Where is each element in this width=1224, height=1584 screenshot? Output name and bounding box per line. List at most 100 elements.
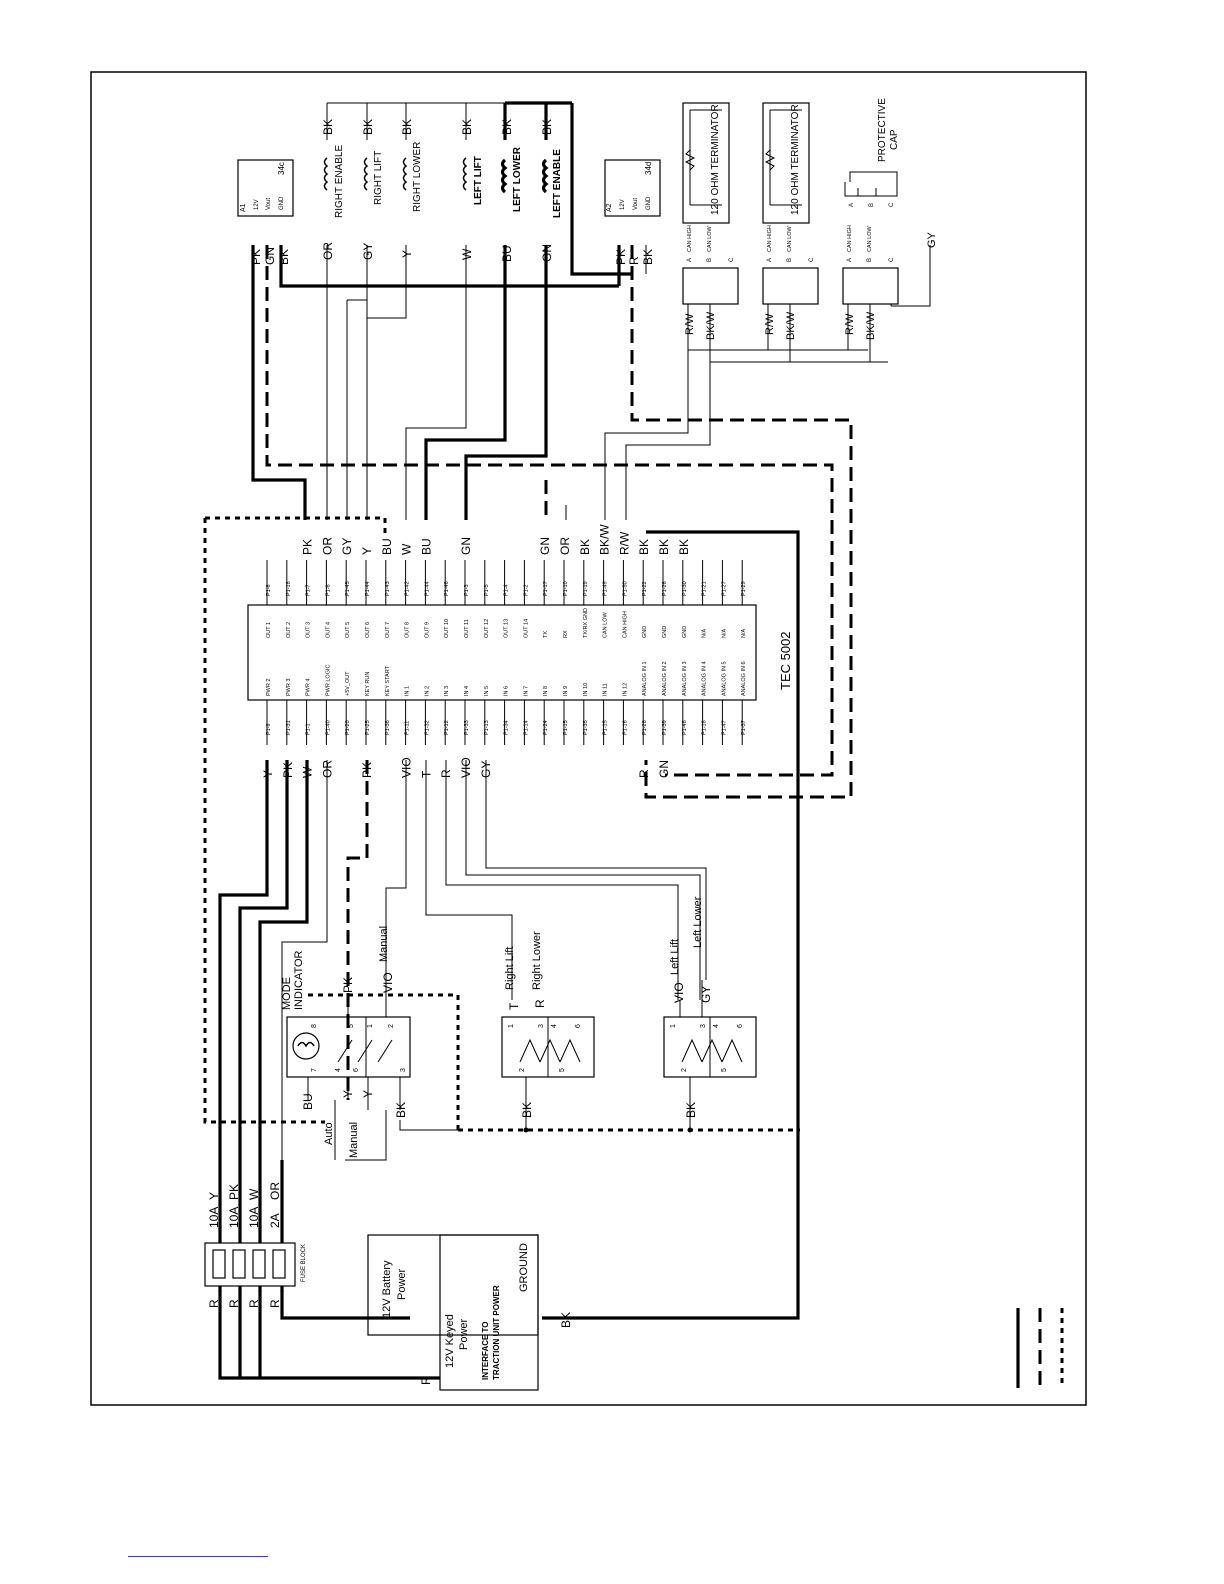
solenoid-right-lower-ground: BK [400,119,414,135]
can-terminator-2-pin-c: C [809,257,815,262]
protective-cap-wire-bkw: BK/W [865,311,877,340]
controller-left-func-13: IN 7 [523,686,529,696]
keyed-line-2: Power [458,1318,470,1350]
wire-layer [203,101,1064,1388]
fuse-1-rating: 10A [207,1207,221,1228]
controller-right-pin-2: P1-7 [306,584,312,596]
sensor-a2-wire-bk: BK [641,249,655,265]
controller-right-func-17: CAN LOW [603,612,609,638]
mode-manual-label: Manual [378,926,390,962]
protective-cap-conn-b: B [867,258,873,262]
controller-left-pin-8: P1-32 [424,720,430,735]
fuse-block-label: FUSE BLOCK [301,1244,307,1282]
controller-left-wire-10: VIO [459,757,473,778]
controller-right-pin-10: P1-3 [464,584,470,596]
controller-right-func-6: OUT 7 [385,622,391,638]
left-switch-pin-2: 2 [681,1068,688,1072]
controller-right-pin-6: P1-43 [385,581,391,596]
solenoid-right-lift-label: RIGHT LIFT [373,151,384,205]
interface-wire-r: R [419,1376,433,1385]
controller-right-func-9: OUT 10 [444,619,450,638]
interface-title-2: TRACTION UNIT POWER [492,1285,501,1380]
right-switch-pin-4: 4 [551,1024,558,1028]
controller-right-func-7: OUT 8 [405,622,411,638]
controller-right-wire-2: PK [301,539,315,555]
controller-right-func-21: GND [682,626,688,638]
controller-left-wire-5: PK [360,762,374,778]
controller-right-func-20: GND [662,626,668,638]
controller-right-func-12: OUT 13 [504,619,510,638]
sensor-a1-wire-pk: PK [249,249,263,265]
can-terminator-1-pin-c: C [729,257,735,262]
controller-left-pin-13: P1-14 [523,720,529,735]
mode-switch: MODE INDICATOR Manual PK VIO BU Y Y BK A… [281,926,411,1158]
interface-title-1: INTERFACE TO [481,1321,490,1380]
controller-right-wire-14: GN [538,537,552,555]
controller-right-pin-21: P1-30 [682,581,688,596]
left-switch-pin-4: 4 [713,1024,720,1028]
mode-pin-1: 1 [367,1024,374,1028]
controller-right-func-4: OUT 5 [345,622,351,638]
controller-left-pin-21: P1-48 [682,720,688,735]
mode-wire-vio: VIO [381,972,395,993]
controller-right-wire-8: BU [419,538,433,555]
solenoid-left-enable-label: LEFT ENABLE [552,149,563,218]
footer-rule [128,1556,268,1557]
sensor-a1-pin-12v: 12V [254,199,260,210]
controller-right-pin-4: P1-45 [345,581,351,596]
mode-pin-3: 3 [400,1068,407,1072]
controller-left-func-19: ANALOG IN 1 [642,661,648,696]
controller-left-pin-24: P1-37 [741,720,747,735]
can-terminator-2-can-high: CAN HIGH [767,225,773,252]
controller-left-pin-2: P1-1 [306,723,312,735]
sensor-a2-wire-r: R [627,256,641,265]
sensor-a1-wire-gn: GN [263,247,277,265]
interface-ground-label: GROUND [518,1243,530,1292]
controller-left-wire-19: R [637,769,651,778]
solenoid-right-lift-ground: BK [361,119,375,135]
right-lift-lower-switch: Right Lift Right Lower T R BK 1 3 4 6 2 … [501,931,595,1130]
solenoid-left-lift: BK LEFT LIFT W [460,103,484,260]
controller-right-pin-20: P1-26 [662,581,668,596]
controller-right-func-15: RX [563,630,569,638]
solenoid-right-enable-ground: BK [321,119,335,135]
solenoid-right-enable: BK RIGHT ENABLE OR [321,103,345,260]
fuse-block: FUSE BLOCK 10A 10A 10A 2A Y PK W OR R R … [204,1160,307,1308]
protective-cap-line1: PROTECTIVE [877,98,888,162]
controller-left-pin-6: P1-36 [385,720,391,735]
can-terminator-1-can-high: CAN HIGH [687,225,693,252]
controller-right-wire-10: GN [459,537,473,555]
controller-right-wire-16: BK [578,539,592,555]
controller-left-func-18: IN 12 [622,683,628,696]
left-lift-lower-switch: Left Lift Left Lower VIO GY BK 1 3 4 6 2… [523,896,757,1133]
can-terminator-2-label: 120 OHM TERMINATOR [790,104,801,215]
solenoid-left-lift-ground: BK [460,119,474,135]
right-switch-pin-3: 3 [538,1024,545,1028]
left-switch-pin-5: 5 [721,1068,728,1072]
mode-pin-2: 2 [388,1024,395,1028]
fuse-4-supply: R [268,1299,282,1308]
fuse-2-supply: R [227,1299,241,1308]
controller-left-pin-4: P1-20 [345,720,351,735]
controller-right-wire-19: BK [637,539,651,555]
controller-right-func-19: GND [642,626,648,638]
can-terminator-1-wire-bkw: BK/W [705,311,717,340]
right-switch-wire-r: R [533,999,547,1008]
controller-left-func-20: ANALOG IN 2 [662,661,668,696]
controller-right-func-3: OUT 4 [325,622,331,638]
controller-right-pin-8: P1-44 [424,581,430,596]
controller-left-pin-10: P1-33 [464,720,470,735]
controller-left-wire-3: OR [320,760,334,778]
controller-left-func-24: ANALOG IN 6 [741,661,747,696]
solenoid-left-lower-wire: BU [500,245,514,262]
controller-right-wire-5: Y [360,547,374,555]
controller-left-func-6: KEY START [385,665,391,696]
controller-right-pin-19: P1-22 [642,581,648,596]
controller-left-func-1: PWR 3 [286,679,292,696]
controller-left-func-2: PWR 4 [306,679,312,696]
can-terminator-1: 120 OHM TERMINATOR A B C CAN HIGH CAN LO… [682,102,739,362]
fuse-4-wire: OR [268,1182,282,1200]
